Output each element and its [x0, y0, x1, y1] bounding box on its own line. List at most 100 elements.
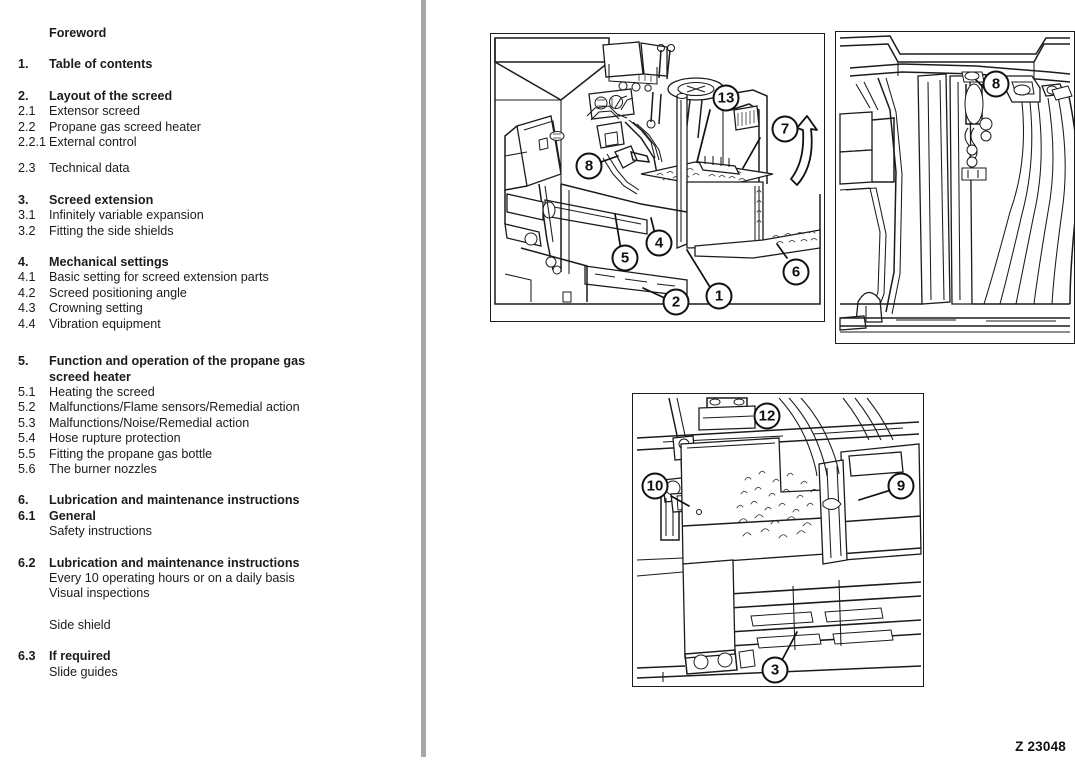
callout-8: 8: [575, 152, 603, 180]
toc-entry-label: Fitting the propane gas bottle: [49, 446, 213, 461]
toc-entry-number: 5.: [18, 354, 29, 369]
svg-text:10: 10: [647, 478, 664, 495]
toc-entry-label: Basic setting for screed extension parts: [49, 270, 269, 285]
toc-entry-label: Hose rupture protection: [49, 431, 181, 446]
callout-12: 12: [753, 402, 781, 430]
toc-entry[interactable]: 5.5 Fitting the propane gas bottle: [0, 447, 415, 462]
svg-text:3: 3: [771, 662, 779, 679]
toc-spacer: [0, 477, 415, 493]
toc-entry[interactable]: 6.3 If required: [0, 649, 415, 664]
toc-entry[interactable]: 5. Function and operation of the propane …: [0, 354, 415, 385]
callout-7: 7: [771, 115, 799, 143]
callout-2: 2: [662, 288, 690, 316]
toc-spacer: [0, 150, 415, 161]
toc-spacer: [0, 540, 415, 556]
toc-entry-number: 4.: [18, 255, 29, 270]
overview-line-drawing: 13 7 8 5 4: [494, 37, 821, 316]
toc-entry-number: 2.3: [18, 161, 36, 176]
toc-entry-number: 5.1: [18, 384, 36, 399]
toc-entry-number: 2.2.1: [18, 135, 47, 150]
toc-entry-label: Every 10 operating hours or on a daily b…: [49, 570, 295, 585]
toc-entry-number: 6.: [18, 493, 29, 508]
figure-panel-lower: 12 10 9 3: [632, 393, 924, 687]
svg-text:1: 1: [715, 288, 723, 305]
toc-entry[interactable]: Side shield: [0, 618, 415, 633]
callout-3: 3: [761, 656, 789, 684]
figure-id-label: Z 23048: [1015, 739, 1066, 754]
toc-entry-label: Lubrication and maintenance instructions: [49, 555, 300, 570]
toc-entry-number: 2.2: [18, 119, 36, 134]
toc-entry[interactable]: 6.Lubrication and maintenance instructio…: [0, 493, 415, 508]
toc-entry-number: 5.4: [18, 431, 36, 446]
svg-text:2: 2: [672, 294, 680, 311]
toc-entry-number: 4.1: [18, 270, 36, 285]
toc-entry-number: 5.5: [18, 446, 36, 461]
toc-entry[interactable]: 2.2 Propane gas screed heater: [0, 120, 415, 135]
callout-5: 5: [611, 244, 639, 272]
toc-entry-label: Safety instructions: [49, 524, 152, 539]
toc-entry-label: Slide guides: [49, 664, 118, 679]
svg-text:8: 8: [992, 76, 1000, 93]
toc-entry-label: External control: [49, 135, 137, 150]
callout-8-detail: 8: [982, 70, 1010, 98]
toc-entry-label: Malfunctions/Noise/Remedial action: [49, 415, 250, 430]
toc-spacer: [0, 633, 415, 649]
toc-entry-number: 6.1: [18, 508, 36, 523]
toc-entry-label: Infinitely variable expansion: [49, 208, 204, 223]
toc-entry-label: Mechanical settings: [49, 255, 169, 270]
toc-entry[interactable]: 3.Screed extension: [0, 193, 415, 208]
toc-entry[interactable]: Visual inspections: [0, 586, 415, 601]
toc-entry[interactable]: 5.4 Hose rupture protection: [0, 431, 415, 446]
toc-spacer: [0, 73, 415, 89]
table-of-contents: Foreword 1. Table of contents 2.Layout of t…: [0, 26, 415, 680]
toc-entry-label: Propane gas screed heater: [49, 119, 201, 134]
toc-entry-label: If required: [49, 649, 111, 664]
toc-entry[interactable]: Foreword: [0, 26, 415, 41]
toc-entry-label: Vibration equipment: [49, 316, 161, 331]
toc-entry[interactable]: 5.2 Malfunctions/Flame sensors/Remedial a…: [0, 400, 415, 415]
toc-entry-number: 6.2: [18, 555, 36, 570]
toc-entry[interactable]: 4.1 Basic setting for screed extension pa…: [0, 270, 415, 285]
toc-spacer: [0, 332, 415, 354]
toc-entry-number: 1.: [18, 57, 29, 72]
toc-entry-label: Technical data: [49, 161, 130, 176]
toc-entry-number: 4.2: [18, 285, 36, 300]
toc-entry[interactable]: 2.3 Technical data: [0, 161, 415, 176]
toc-spacer: [0, 239, 415, 255]
toc-entry-label: Screed extension: [49, 192, 154, 207]
callout-13: 13: [712, 84, 740, 112]
callout-10: 10: [641, 472, 669, 500]
toc-entry-number: 6.3: [18, 649, 36, 664]
toc-entry[interactable]: 6.2 Lubrication and maintenance instructi…: [0, 556, 415, 571]
toc-entry[interactable]: Every 10 operating hours or on a daily b…: [0, 571, 415, 586]
toc-entry-label: Function and operation of the propane ga…: [49, 354, 306, 384]
toc-entry-label: Malfunctions/Flame sensors/Remedial acti…: [49, 400, 300, 415]
toc-entry[interactable]: Slide guides: [0, 665, 415, 680]
svg-text:8: 8: [585, 158, 593, 175]
callout-6: 6: [782, 258, 810, 286]
toc-entry-number: 5.2: [18, 400, 36, 415]
toc-entry-label: Foreword: [49, 26, 107, 40]
toc-entry[interactable]: Safety instructions: [0, 524, 415, 539]
toc-entry[interactable]: 4. Mechanical settings: [0, 255, 415, 270]
toc-entry[interactable]: 2.Layout of the screed: [0, 89, 415, 104]
toc-entry-number: 2.1: [18, 104, 36, 119]
toc-entry-label: Table of contents: [49, 57, 153, 72]
toc-entry-number: 2.: [18, 88, 29, 103]
svg-text:9: 9: [897, 478, 905, 495]
toc-entry[interactable]: 1. Table of contents: [0, 57, 415, 72]
figure-panel-detail: 8: [835, 31, 1075, 344]
callout-9: 9: [887, 472, 915, 500]
